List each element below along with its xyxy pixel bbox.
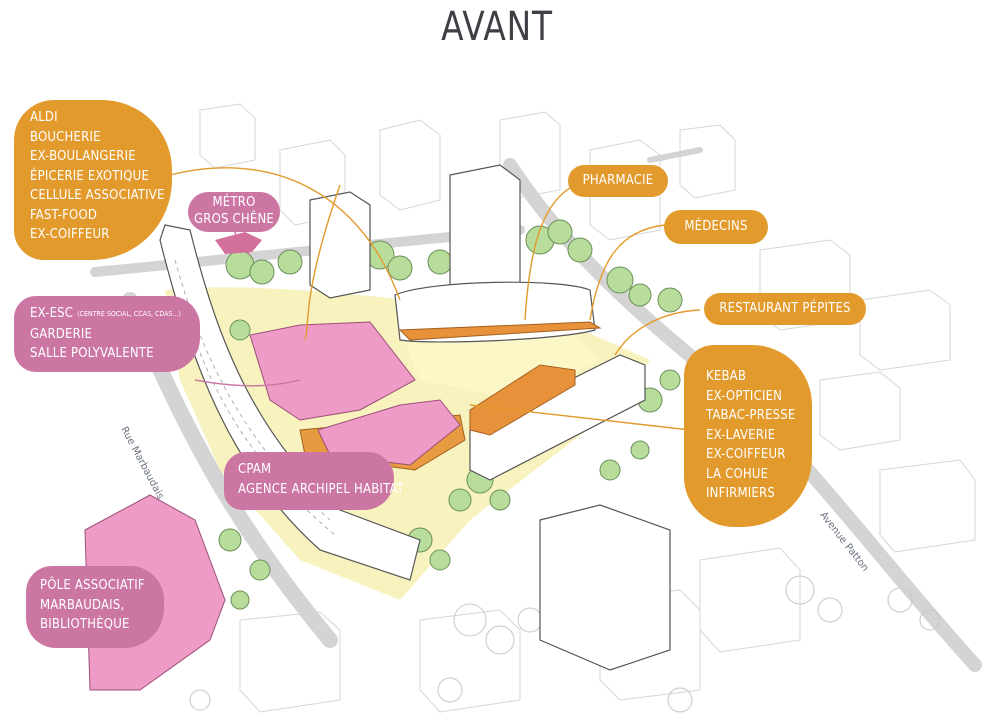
list-item: EX-COIFFEUR <box>30 227 110 242</box>
list-item: PÔLE ASSOCIATIF <box>40 578 145 593</box>
pole-associatif-bubble: PÔLE ASSOCIATIF MARBAUDAIS, BIBLIOTHÈQUE <box>26 566 164 648</box>
restaurant-label: RESTAURANT PÉPITES <box>719 301 851 316</box>
list-item: EX-BOULANGERIE <box>30 149 136 164</box>
trees <box>200 219 683 610</box>
metro-label-line: MÉTRO <box>212 195 256 210</box>
medecins-label: MÉDECINS <box>684 219 748 234</box>
cpam-bubble: CPAM AGENCE ARCHIPEL HABITAT <box>224 452 404 510</box>
towers <box>309 164 671 671</box>
esc-detail: (CENTRE SOCIAL, CCAS, CDAS...) <box>77 310 181 318</box>
east-commerce-bubble: KEBAB EX-OPTICIEN TABAC-PRESSE EX-LAVERI… <box>684 345 812 527</box>
pink-buildings <box>84 321 461 691</box>
list-item: SALLE POLYVALENTE <box>30 346 154 361</box>
list-item: EX-COIFFEUR <box>706 447 786 462</box>
list-item: CELLULE ASSOCIATIVE <box>30 188 165 203</box>
list-item: FAST-FOOD <box>30 207 98 223</box>
list-item: CPAM <box>238 462 272 477</box>
connector-lines <box>169 167 701 431</box>
restaurant-bubble: RESTAURANT PÉPITES <box>704 293 866 325</box>
esc-bubble: EX-ESC (CENTRE SOCIAL, CCAS, CDAS...) GA… <box>14 296 200 372</box>
commerce-list-bubble: ALDI BOUCHERIE EX-BOULANGERIE ÉPICERIE E… <box>14 100 172 260</box>
list-item: BOUCHERIE <box>30 129 101 145</box>
list-item: GARDERIE <box>30 326 93 342</box>
page-title: AVANT <box>441 4 553 50</box>
list-item: EX-LAVERIE <box>706 427 776 443</box>
list-item: BIBLIOTHÈQUE <box>40 617 130 632</box>
pharmacie-bubble: PHARMACIE <box>568 165 668 197</box>
pharmacie-label: PHARMACIE <box>582 173 654 188</box>
list-item: AGENCE ARCHIPEL HABITAT <box>238 481 404 497</box>
metro-bubble: MÉTRO GROS CHÊNE <box>188 192 280 232</box>
metro-station-icon <box>215 232 262 254</box>
list-item: MARBAUDAIS, <box>40 597 125 613</box>
list-item: INFIRMIERS <box>706 486 775 501</box>
esc-first-line: EX-ESC (CENTRE SOCIAL, CCAS, CDAS...) <box>30 304 200 325</box>
list-item: ÉPICERIE EXOTIQUE <box>30 168 150 184</box>
list-item: LA COHUE <box>706 466 769 482</box>
esc-name: EX-ESC <box>30 306 74 321</box>
metro-label-line: GROS CHÊNE <box>193 212 275 227</box>
list-item: TABAC-PRESSE <box>706 408 796 423</box>
list-item: KEBAB <box>706 369 747 384</box>
list-item: EX-OPTICIEN <box>706 388 783 404</box>
medecins-bubble: MÉDECINS <box>664 210 768 244</box>
list-item: ALDI <box>30 110 58 125</box>
east-building <box>469 354 646 481</box>
